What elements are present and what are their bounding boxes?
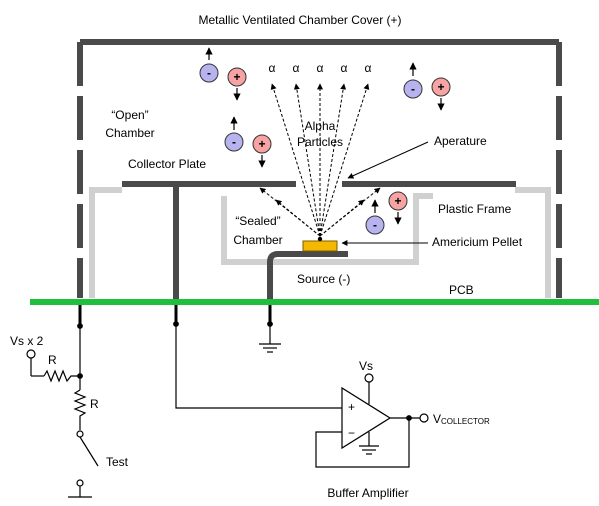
sealed-chamber-label-2: Chamber [233,233,282,247]
cover-lead [77,305,83,390]
opamp-wiring [315,373,429,468]
americium-pellet [302,240,338,252]
plastic-frame-label: Plastic Frame [438,202,512,216]
buffer-amplifier [341,386,392,450]
sealed-chamber-label-1: “Sealed” [235,214,280,228]
source-electrode [267,251,348,302]
source-ground [259,305,281,353]
resistor-top [26,349,80,383]
ion-pair-3: - + [224,116,272,168]
ion-pair-2: - + [403,62,451,111]
negative-ion-icon [365,215,385,235]
collector-plate-label: Collector Plate [128,157,206,171]
alpha-label-1: Alpha [305,119,336,133]
ion-pair-1: - + [199,47,247,101]
collector-plate [122,181,516,302]
aperture-pointer [347,141,429,179]
negative-ion-icon [224,132,244,152]
positive-ion-icon [431,77,451,97]
vcollector-label: VCOLLECTOR [433,412,490,426]
alpha-4: α [341,61,348,75]
r-bottom-label: R [90,397,99,411]
vs-label: Vs [359,359,373,373]
plastic-frame [89,187,551,298]
americium-label: Americium Pellet [432,235,523,249]
alpha-particle-paths [259,83,381,237]
alpha-symbols: α α α α α [269,61,372,75]
open-chamber-label-2: Chamber [105,126,154,140]
opamp-plus: + [348,400,355,414]
alpha-1: α [269,61,276,75]
resistor-bottom [73,389,87,438]
test-label: Test [106,455,129,469]
source-label: Source (-) [297,272,350,286]
cover-label: Metallic Ventilated Chamber Cover (+) [198,13,401,27]
negative-ion-icon [199,63,219,83]
collector-lead [173,305,342,409]
r-top-label: R [48,353,57,367]
test-switch [68,436,99,498]
open-chamber-label-1: “Open” [111,108,148,122]
positive-ion-icon [252,134,272,154]
alpha-5: α [365,61,372,75]
vs2-label: Vs x 2 [10,334,44,348]
alpha-2: α [293,61,300,75]
minus-sign: - [411,82,415,96]
pcb-label: PCB [449,283,474,297]
negative-ion-icon [403,79,423,99]
minus-sign: - [232,135,236,149]
alpha-3: α [317,61,324,75]
plus-sign: + [258,137,265,151]
positive-ion-icon [388,191,408,211]
aperture-label: Aperature [434,134,487,148]
ion-pair-4: - + [365,191,408,235]
buffer-label: Buffer Amplifier [327,486,408,500]
plus-sign: + [437,80,444,94]
minus-sign: - [373,218,377,232]
plus-sign: + [233,70,240,84]
chamber-cover [77,39,562,298]
pellet-source-dot [317,236,323,242]
positive-ion-icon [227,67,247,87]
alpha-label-2: Particles [297,135,343,149]
plus-sign: + [394,194,401,208]
minus-sign: - [207,66,211,80]
opamp-minus: − [348,426,355,440]
